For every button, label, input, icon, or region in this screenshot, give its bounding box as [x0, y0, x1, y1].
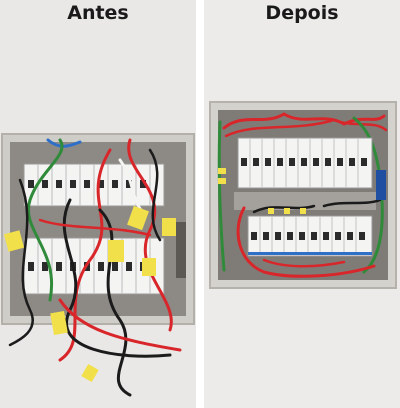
organized-bottom-wires	[236, 198, 382, 278]
terminal-strip	[176, 222, 186, 278]
before-photo-panel: Antes	[0, 0, 196, 408]
breaker-row-top	[237, 137, 373, 189]
connector-block	[376, 170, 386, 200]
yellow-ground-tabs	[218, 168, 306, 214]
before-electrical-panel-illustration	[1, 133, 195, 397]
after-label: Depois	[265, 2, 339, 24]
tangled-wires	[8, 138, 182, 397]
clear-cover	[234, 192, 376, 210]
after-electrical-panel-illustration	[209, 101, 397, 289]
yellow-tape-marks	[3, 205, 176, 383]
before-label: Antes	[67, 2, 129, 24]
after-photo-panel: Depois	[204, 0, 400, 408]
breaker-row-bottom	[247, 215, 373, 257]
breaker-row-top	[23, 163, 165, 207]
